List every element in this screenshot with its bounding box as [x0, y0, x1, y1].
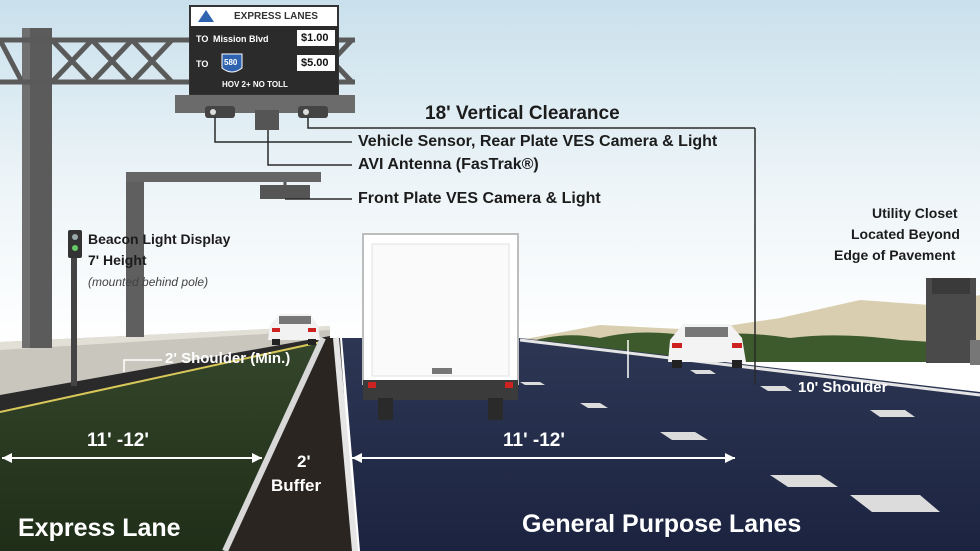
label-express-lane: Express Lane	[18, 514, 181, 542]
beacon-light-icon	[68, 230, 82, 258]
label-utility-line1: Utility Closet	[872, 205, 958, 221]
label-buffer-value: 2'	[297, 452, 311, 471]
label-shoulder-10: 10' Shoulder	[798, 379, 888, 396]
sign-row2-route: 580	[224, 58, 238, 67]
sign-row1-to: TO	[196, 34, 209, 44]
express-lanes-logo-icon	[198, 10, 214, 22]
label-vehicle-sensor: Vehicle Sensor, Rear Plate VES Camera & …	[358, 133, 718, 150]
label-front-plate: Front Plate VES Camera & Light	[358, 190, 601, 207]
sign-footer: HOV 2+ NO TOLL	[222, 80, 288, 89]
label-beacon-line2: 7' Height	[88, 252, 147, 268]
label-avi-antenna: AVI Antenna (FasTrak®)	[358, 156, 539, 173]
sign-row2-to: TO	[196, 59, 209, 69]
lane-dashes	[520, 370, 940, 512]
express-lane-car	[268, 314, 320, 345]
label-beacon-line1: Beacon Light Display	[88, 231, 231, 247]
sign-row1-dest: Mission Blvd	[213, 34, 269, 44]
general-lane-car	[668, 324, 746, 368]
label-beacon-note: (mounted behind pole)	[88, 275, 209, 289]
sign-title: EXPRESS LANES	[234, 11, 318, 22]
sign-row1-price: $1.00	[301, 32, 329, 44]
box-truck	[362, 233, 519, 420]
sign-row2-price: $5.00	[301, 57, 329, 69]
leader-lines	[214, 117, 756, 385]
camera-pole	[126, 172, 144, 337]
interstate-shield-icon	[221, 53, 243, 73]
beacon-pole	[71, 256, 77, 386]
label-utility-line2: Located Beyond	[851, 226, 960, 242]
label-shoulder-min: 2' Shoulder (Min.)	[165, 350, 291, 367]
label-buffer: Buffer	[271, 476, 322, 495]
label-vertical-clearance: 18' Vertical Clearance	[425, 103, 620, 124]
buffer-zone	[225, 338, 355, 551]
label-general-purpose: General Purpose Lanes	[522, 510, 802, 538]
label-utility-line3: Edge of Pavement	[834, 247, 956, 263]
label-gp-width: 11' -12'	[503, 430, 565, 451]
label-express-width: 11' -12'	[87, 430, 149, 451]
